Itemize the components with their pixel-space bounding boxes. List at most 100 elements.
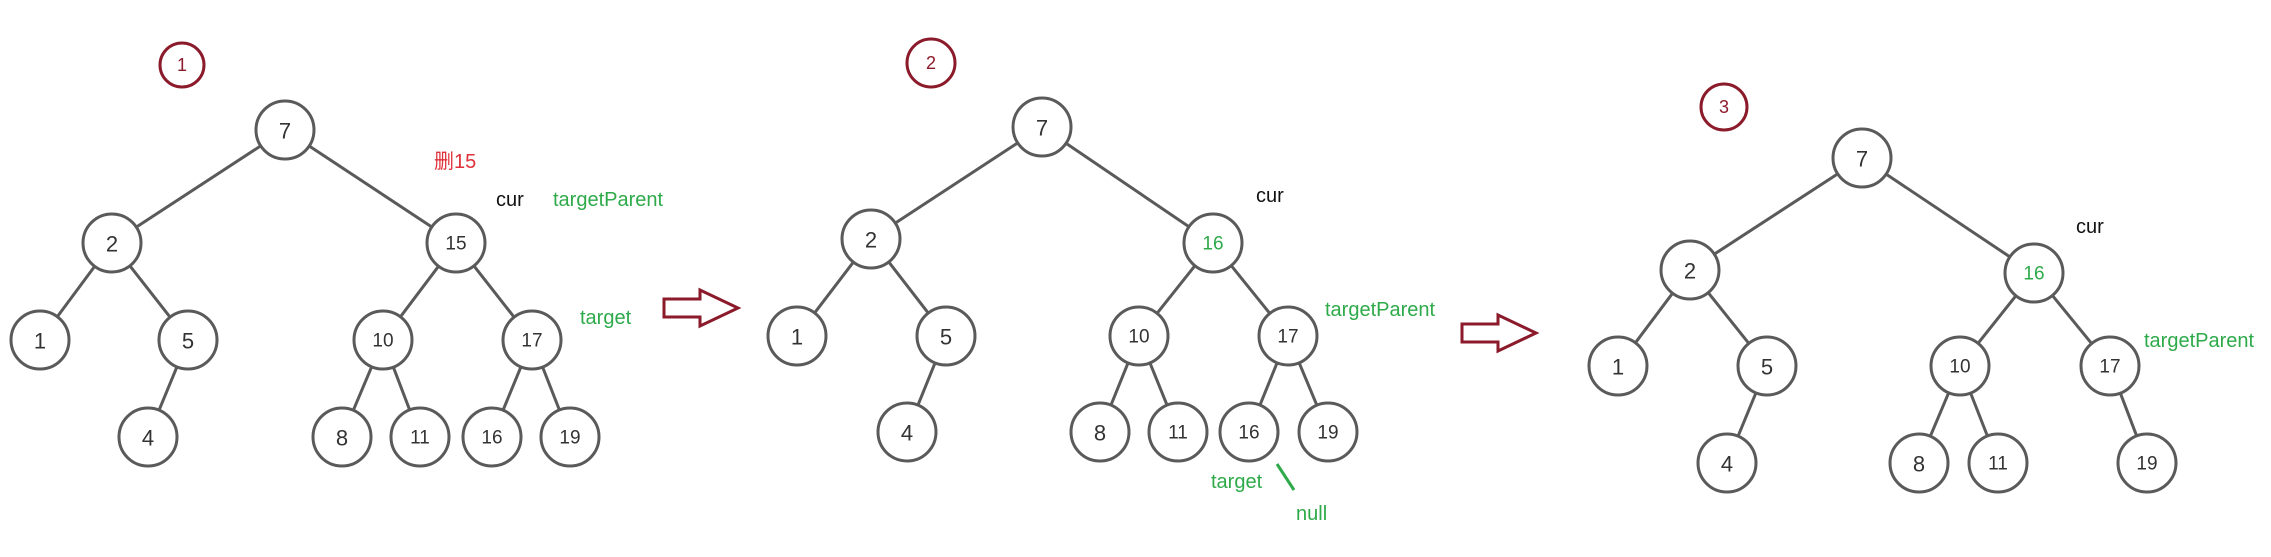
tree-node: 11 (1147, 401, 1209, 463)
tree-node-value: 8 (1913, 452, 1925, 477)
transition-arrow-icon (1460, 312, 1540, 354)
tree-node-value: 16 (1238, 423, 1259, 444)
tree-node: 1 (766, 305, 828, 367)
annotation-label: targetParent (2144, 330, 2255, 352)
tree-node: 7 (1831, 127, 1893, 189)
tree-node-value: 10 (1949, 357, 1970, 378)
tree-node-circle (1218, 401, 1280, 463)
tree-node: 10 (1929, 335, 1991, 397)
tree-node: 4 (1696, 432, 1758, 494)
tree-edge (1736, 392, 1758, 437)
tree-node: 17 (501, 309, 563, 371)
tree-node-circle (2003, 242, 2065, 304)
tree-node-value: 2 (106, 232, 118, 257)
annotation-label: targetParent (553, 189, 664, 211)
tree-edge (894, 141, 1019, 225)
tree-node: 17 (1257, 305, 1319, 367)
tree-node-value: 10 (372, 331, 393, 352)
tree-node: 1 (9, 309, 71, 371)
tree-node-circle (311, 406, 373, 468)
tree-edge (1297, 362, 1319, 406)
annotation-label: 删15 (434, 150, 476, 173)
tree-edge (1109, 362, 1130, 406)
tree-node-value: 8 (336, 426, 348, 451)
tree-node: 19 (2116, 432, 2178, 494)
annotation-label: null (1296, 503, 1327, 525)
tree-node: 10 (1108, 305, 1170, 367)
tree-node-circle (1587, 335, 1649, 397)
tree-node: 2 (1659, 239, 1721, 301)
tree-edge (501, 366, 523, 411)
tree-edge (308, 144, 433, 229)
tree-node-value: 7 (1036, 116, 1048, 141)
tree-node: 15 (425, 212, 487, 274)
step-marker-circle (905, 37, 957, 89)
tree-node-value: 7 (279, 119, 291, 144)
tree-node-value: 2 (1684, 259, 1696, 284)
tree-edge (157, 366, 179, 411)
tree-node-value: 11 (1168, 423, 1188, 444)
annotation-label: target (1211, 471, 1263, 493)
tree-edge (399, 265, 440, 318)
tree-node: 16 (1182, 212, 1244, 274)
step-marker: 2 (905, 37, 957, 89)
tree-node: 16 (461, 406, 523, 468)
tree-edge (887, 261, 930, 314)
tree-edge (472, 264, 516, 319)
tree-edge (1969, 392, 1989, 437)
tree-node-circle (425, 212, 487, 274)
tree-node-value: 5 (940, 325, 952, 350)
tree-edge (2118, 392, 2139, 437)
tree-node: 11 (1967, 432, 2029, 494)
tree-node: 5 (915, 305, 977, 367)
step-marker-circle (158, 41, 206, 89)
tree-node-circle (2116, 432, 2178, 494)
tree-node-value: 16 (1202, 234, 1223, 255)
tree-node-value: 19 (559, 428, 580, 449)
annotation-label: target (580, 307, 632, 329)
tree-edge (351, 366, 374, 411)
annotation-label: targetParent (1325, 299, 1436, 321)
tree-node-circle (254, 99, 316, 161)
tree-edge (2051, 294, 2093, 345)
tree-node: 19 (539, 406, 601, 468)
tree-node: 8 (1069, 401, 1131, 463)
tree-node-circle (1736, 335, 1798, 397)
tree-node: 16 (2003, 242, 2065, 304)
tree-node-circle (1696, 432, 1758, 494)
tree-edge (128, 264, 172, 319)
tree-node-value: 11 (1988, 454, 2008, 475)
tree-node: 2 (81, 212, 143, 274)
tree-node-circle (915, 305, 977, 367)
tree-edge (541, 366, 561, 411)
tree-node-circle (539, 406, 601, 468)
tree-edge (1713, 172, 1839, 256)
tree-node-value: 1 (34, 329, 46, 354)
tree-node-circle (1108, 305, 1170, 367)
tree-edge (1885, 172, 2011, 259)
tree-node-circle (766, 305, 828, 367)
tree-node-value: 4 (142, 426, 154, 451)
step-marker-circle (1699, 82, 1749, 132)
tree-node: 8 (311, 406, 373, 468)
tree-node-circle (461, 406, 523, 468)
transition-arrow-icon (662, 287, 742, 329)
tree-node-value: 1 (791, 325, 803, 350)
tree-node-value: 7 (1856, 147, 1868, 172)
tree-node-value: 11 (410, 428, 430, 449)
tree-node-value: 5 (1761, 355, 1773, 380)
tree-node-circle (1659, 239, 1721, 301)
tree-edge (813, 261, 855, 314)
step-number: 2 (926, 53, 936, 73)
tree-node-value: 17 (1277, 327, 1298, 348)
step-marker: 1 (158, 41, 206, 89)
tree-node-circle (1831, 127, 1893, 189)
tree-edge (1706, 291, 1751, 345)
step-number: 3 (1719, 97, 1729, 117)
tree-node: 10 (352, 309, 414, 371)
tree-node-value: 17 (2099, 357, 2120, 378)
tree-edge (1148, 362, 1169, 406)
tree-node-circle (1182, 212, 1244, 274)
